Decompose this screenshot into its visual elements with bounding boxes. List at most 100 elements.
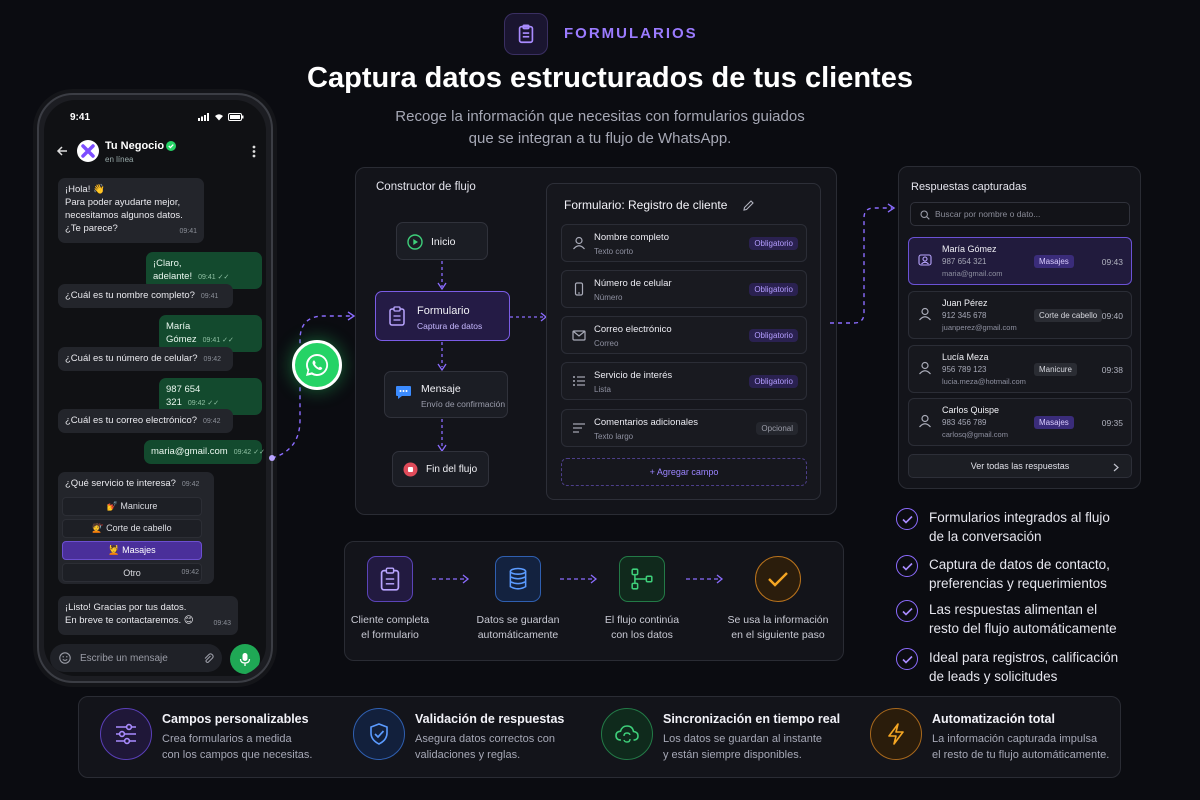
service-tag: Masajes xyxy=(1034,255,1074,268)
business-status: en línea xyxy=(105,155,134,164)
phone-mockup: 9:41 Tu Negocio en línea ¡Hola! 👋 Para p… xyxy=(37,93,273,683)
business-avatar[interactable] xyxy=(77,140,99,162)
user-icon xyxy=(919,414,931,428)
form-to-responses-connector xyxy=(830,203,896,324)
cloud-sync-icon xyxy=(601,708,653,760)
shield-check-icon xyxy=(353,708,405,760)
list-icon xyxy=(573,376,585,386)
user-icon xyxy=(919,307,931,321)
process-arrows xyxy=(432,574,724,584)
attach-icon[interactable] xyxy=(202,652,214,664)
optional-badge: Opcional xyxy=(756,422,798,435)
chat-message: ¡Hola! 👋 Para poder ayudarte mejor, nece… xyxy=(58,178,204,243)
mail-icon xyxy=(572,330,586,341)
verified-icon xyxy=(166,141,176,151)
check-icon xyxy=(896,648,918,670)
signal-icons xyxy=(198,113,244,121)
service-tag: Corte de cabello xyxy=(1034,309,1103,322)
user-card-icon xyxy=(918,254,932,266)
option-manicure[interactable]: 💅 Manicure xyxy=(62,497,202,516)
section-tag: FORMULARIOS xyxy=(564,25,698,42)
stop-icon xyxy=(403,462,418,477)
play-icon xyxy=(407,234,423,250)
edit-icon[interactable] xyxy=(743,200,754,211)
chevron-right-icon xyxy=(1113,463,1119,472)
phone-to-flow-connector xyxy=(269,311,356,461)
clipboard-icon xyxy=(367,556,413,602)
option-masajes[interactable]: 💆 Masajes xyxy=(62,541,202,560)
check-icon xyxy=(896,508,918,530)
mic-icon xyxy=(239,652,251,666)
required-badge: Obligatorio xyxy=(749,237,798,250)
chat-message: ¿Cuál es tu nombre completo?09:41 xyxy=(58,284,233,308)
check-icon xyxy=(896,600,918,622)
flow-node-mensaje[interactable]: Mensaje Envío de confirmación xyxy=(384,371,508,418)
emoji-icon[interactable] xyxy=(59,652,71,664)
check-icon xyxy=(896,555,918,577)
business-name: Tu Negocio xyxy=(105,140,165,152)
database-icon xyxy=(495,556,541,602)
status-bar: 9:41 xyxy=(44,110,266,126)
clock: 9:41 xyxy=(70,112,91,123)
chat-header: Tu Negocio en línea xyxy=(44,136,266,170)
responses-title: Respuestas capturadas xyxy=(911,181,1027,193)
form-title: Formulario: Registro de cliente xyxy=(564,198,728,212)
chat-message: ¿Cuál es tu correo electrónico?09:42 xyxy=(58,409,233,433)
check-circle-icon xyxy=(755,556,801,602)
option-corte-de-cabello[interactable]: 💇 Corte de cabello xyxy=(62,519,202,538)
service-tag: Manicure xyxy=(1034,363,1077,376)
back-arrow-icon[interactable] xyxy=(56,145,68,157)
response-row[interactable]: Juan Pérez 912 345 678 juanperez@gmail.c… xyxy=(908,291,1132,339)
see-all-responses-button[interactable]: Ver todas las respuestas xyxy=(908,454,1132,478)
page-subtitle: Recoge la información que necesitas con … xyxy=(395,108,805,147)
response-row[interactable]: Carlos Quispe 983 456 789 carlosq@gmail.… xyxy=(908,398,1132,446)
required-badge: Obligatorio xyxy=(749,329,798,342)
process-panel xyxy=(344,541,844,661)
lightning-icon xyxy=(870,708,922,760)
chat-message: ¡Listo! Gracias por tus datos. En breve … xyxy=(58,596,238,635)
message-input[interactable]: Escribe un mensaje xyxy=(50,644,222,672)
flow-node-formulario[interactable]: Formulario Captura de datos xyxy=(375,291,510,341)
chat-screen: 9:41 Tu Negocio en línea ¡Hola! 👋 Para p… xyxy=(44,100,266,676)
user-icon xyxy=(919,361,931,375)
required-badge: Obligatorio xyxy=(749,375,798,388)
features-bar xyxy=(78,696,1121,778)
add-field-button[interactable]: + Agregar campo xyxy=(561,458,807,486)
page-title: Captura datos estructurados de tus clien… xyxy=(307,62,913,94)
forms-icon xyxy=(504,13,548,55)
sliders-icon xyxy=(100,708,152,760)
service-tag: Masajes xyxy=(1034,416,1074,429)
chat-message: ¿Cuál es tu número de celular?09:42 xyxy=(58,347,233,371)
flow-builder-title: Constructor de flujo xyxy=(376,181,476,193)
user-icon xyxy=(573,236,585,250)
whatsapp-icon xyxy=(292,340,342,390)
response-row[interactable]: María Gómez 987 654 321 maria@gmail.com … xyxy=(908,237,1132,285)
flow-branch-icon xyxy=(619,556,665,602)
search-icon xyxy=(920,210,930,220)
chat-message: ¡Claro, adelante!09:41✓✓ xyxy=(146,252,262,289)
response-row[interactable]: Lucía Meza 956 789 123 lucia.meza@hotmai… xyxy=(908,345,1132,393)
flow-node-fin[interactable]: Fin del flujo xyxy=(392,451,489,487)
flow-node-inicio[interactable]: Inicio xyxy=(396,222,488,260)
required-badge: Obligatorio xyxy=(749,283,798,296)
mic-button[interactable] xyxy=(230,644,260,674)
more-menu-icon[interactable] xyxy=(252,145,256,158)
message-icon xyxy=(396,386,411,399)
phone-icon xyxy=(574,282,584,296)
clipboard-icon xyxy=(389,306,405,326)
responses-search-input[interactable]: Buscar por nombre o dato... xyxy=(910,202,1130,226)
text-icon xyxy=(573,423,585,433)
